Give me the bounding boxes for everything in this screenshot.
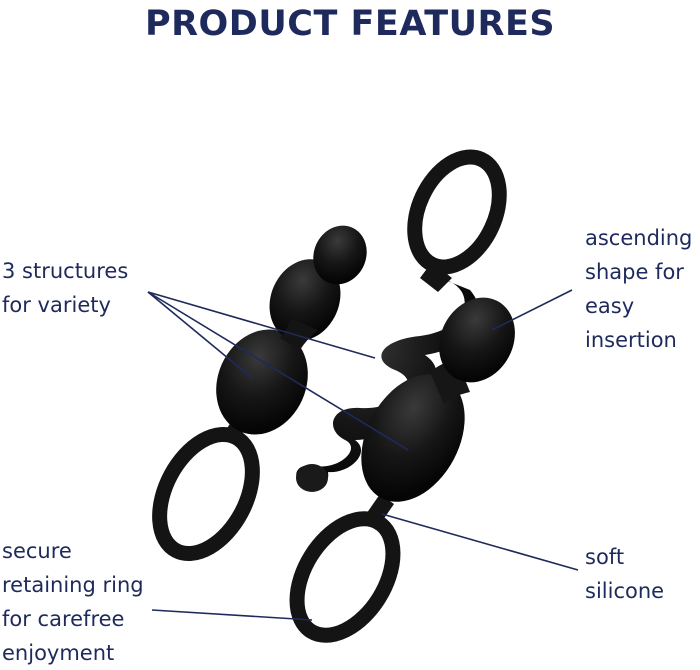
beaded-plug-bead-medium [269, 259, 341, 341]
feature-label-line: enjoyment [2, 641, 115, 665]
teardrop-plug-bulb-large [361, 374, 465, 502]
beaded-plug-neck [280, 318, 318, 350]
feature-label-line: soft [585, 545, 625, 569]
twisted-plug-ring [407, 149, 507, 275]
leader-line-ascending [491, 289, 573, 331]
leader-line-structures-2 [147, 291, 376, 359]
feature-label-line: secure [2, 539, 72, 563]
beaded-plug-bead-small [313, 225, 367, 285]
beaded-plug-bead-large [216, 329, 308, 435]
feature-label-line: shape for [585, 260, 684, 284]
twisted-plug-stem [420, 262, 452, 292]
feature-label-ring: secure retaining ring for carefree enjoy… [2, 534, 144, 670]
feature-label-ascending: ascending shape for easy insertion [585, 221, 692, 357]
teardrop-plug-head [439, 297, 515, 383]
feature-label-line: for carefree [2, 607, 125, 631]
page-title: PRODUCT FEATURES [144, 4, 556, 44]
teardrop-plug [289, 297, 515, 643]
twisted-plug [296, 149, 507, 492]
teardrop-plug-stem [362, 494, 394, 530]
feature-label-line: insertion [585, 328, 677, 352]
twisted-plug-tip [296, 464, 328, 492]
feature-label-line: silicone [585, 579, 665, 603]
feature-label-line: ascending [585, 226, 693, 250]
feature-label-line: 3 structures [2, 259, 129, 283]
feature-label-silicone: soft silicone [585, 540, 664, 608]
leader-line-structures-3 [147, 291, 409, 451]
leader-line-structures-1 [147, 291, 253, 379]
feature-label-line: retaining ring [2, 573, 144, 597]
feature-label-line: for variety [2, 293, 111, 317]
feature-label-line: easy [585, 294, 635, 318]
beaded-plug-ring [152, 426, 260, 562]
beaded-plug [152, 225, 367, 562]
feature-label-structures: 3 structures for variety [2, 254, 128, 322]
teardrop-plug-ring [289, 511, 401, 643]
leader-line-silicone [381, 513, 579, 571]
leader-line-ring [151, 609, 313, 621]
leader-lines [147, 289, 579, 621]
twisted-plug-spiral [296, 278, 480, 490]
